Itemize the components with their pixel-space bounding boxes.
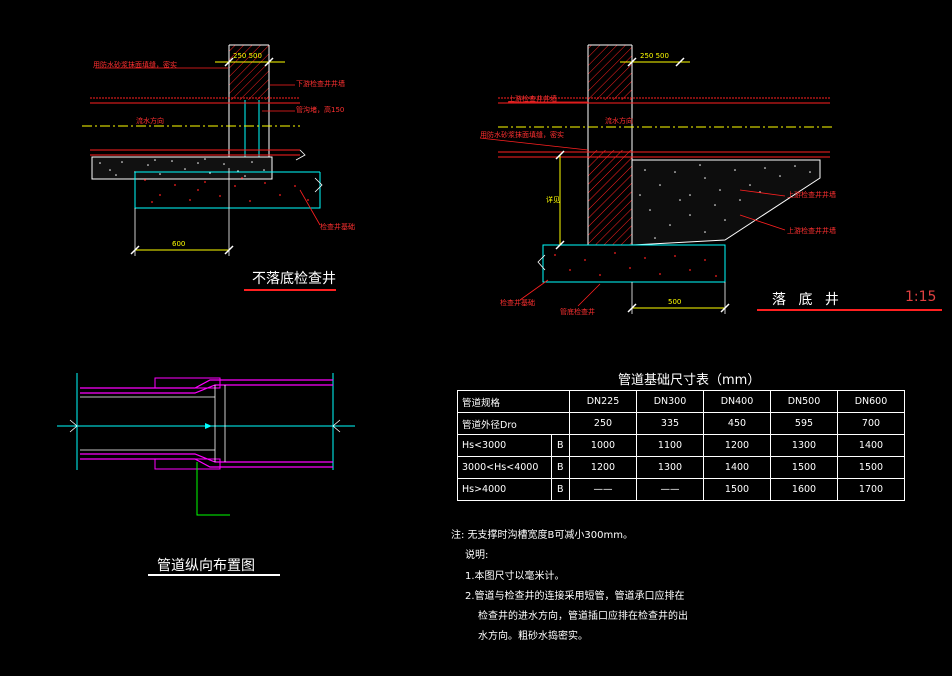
note-line-2b: 检查井的进水方向，管道插口应排在检查井的出 [478,611,688,622]
cell: 1700 [837,478,905,501]
table-row: 管道外径Dro 250 335 450 595 700 [457,412,905,435]
title-pipe-layout: 管道纵向布置图 [157,558,255,574]
left-gravel [99,158,265,177]
scale-label: 1:15 [905,289,937,305]
note-line-0: 注: 无支撑时沟槽宽度B可减小300mm。 [451,530,633,541]
cell: 1400 [837,434,905,457]
cell: 1300 [636,456,704,479]
dim-left-top: 250 500 [233,52,262,60]
cell: 700 [837,412,905,435]
table-row: 3000<Hs<4000 B 1200 1300 1400 1500 1500 [457,456,905,479]
row-b: B [550,478,570,501]
cell: 1000 [569,434,637,457]
left-note-1: 用防水砂浆抹面填缝，密实 [93,61,177,69]
header-dn600: DN600 [837,390,905,413]
right-vertical-dim: 详见 [546,196,560,204]
pipe-layout [57,373,355,576]
flow-direction-right: 流水方向 [605,117,633,125]
cell: 1500 [837,456,905,479]
left-detail [82,44,336,291]
row-label: Hs<3000 [457,434,552,457]
header-dn225: DN225 [569,390,637,413]
cell: 1600 [770,478,838,501]
row-b: B [550,434,570,457]
table-row: Hs>4000 B —— —— 1500 1600 1700 [457,478,905,501]
row-label: 管道外径Dro [457,412,570,435]
cell: 1200 [703,434,771,457]
dim-500: 500 [668,298,682,306]
cell: 1500 [770,456,838,479]
title-bottom-well: 落 底 井 [772,292,843,308]
title-no-bottom-well: 不落底检查井 [252,271,336,287]
cell: 1100 [636,434,704,457]
left-note-2: 下游检查井井墙 [296,80,345,88]
right-note-4: 上游检查井井墙 [787,227,836,235]
left-wall-hatch [229,45,269,100]
left-foundation-dots [144,177,309,203]
note-line-2c: 水方向。粗砂水捣密实。 [478,631,588,642]
cell: 250 [569,412,637,435]
header-dn500: DN500 [770,390,838,413]
dim-right-top: 250 500 [640,52,669,60]
right-foundation-dots [554,252,717,277]
cell: —— [636,478,704,501]
header-dn400: DN400 [703,390,771,413]
right-note-1: 上游检查井井墙 [508,95,557,103]
table-title: 管道基础尺寸表（mm） [618,373,761,388]
cell: —— [569,478,637,501]
right-note-5: 检查井基础 [500,299,535,307]
header-dn300: DN300 [636,390,704,413]
cell: 1300 [770,434,838,457]
right-detail [479,44,942,314]
flow-direction-left: 流水方向 [136,117,164,125]
dim-600: 600 [172,240,186,248]
row-label: Hs>4000 [457,478,552,501]
right-note-3: 上游检查井井墙 [787,191,836,199]
cell: 335 [636,412,704,435]
notes-heading: 说明: [465,550,489,561]
right-note-2: 用防水砂浆抹面填缝，密实 [480,131,564,139]
note-line-1: 1.本图尺寸以毫米计。 [465,571,565,582]
dimension-table: 管道规格 DN225 DN300 DN400 DN500 DN600 管道外径D… [457,390,905,501]
note-line-2a: 2.管道与检查井的连接采用短管，管道承口应排在 [465,591,685,602]
row-label: 3000<Hs<4000 [457,456,552,479]
cell: 450 [703,412,771,435]
cell: 1500 [703,478,771,501]
cell: 1200 [569,456,637,479]
left-note-3: 管沟堵，高150 [296,106,345,114]
table-header-row: 管道规格 DN225 DN300 DN400 DN500 DN600 [457,390,905,413]
row-b: B [550,456,570,479]
cell: 1400 [703,456,771,479]
right-note-6: 管底检查井 [560,308,595,316]
table-row: Hs<3000 B 1000 1100 1200 1300 1400 [457,434,905,457]
cell: 595 [770,412,838,435]
header-spec: 管道规格 [457,390,570,413]
left-note-4: 检查井基础 [320,223,355,231]
